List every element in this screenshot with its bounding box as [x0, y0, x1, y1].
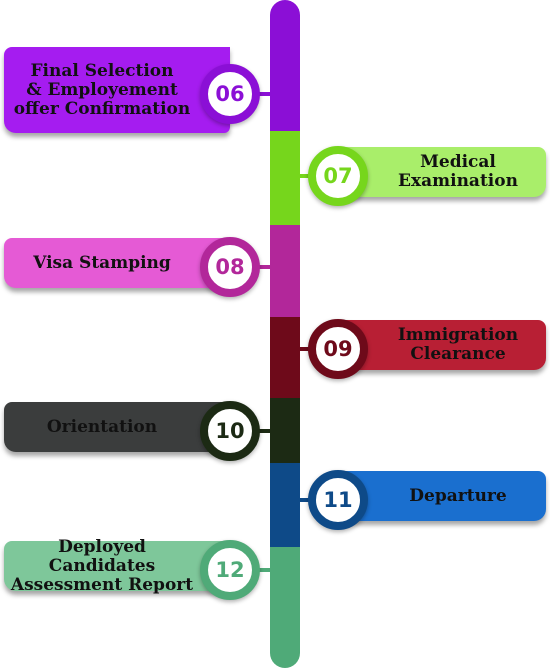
- timeline-spine-segment: [270, 398, 300, 463]
- step-label-line: Deployed Candidates: [48, 536, 156, 576]
- timeline-spine-segment: [270, 131, 300, 225]
- step-label-line: Examination: [398, 171, 518, 191]
- timeline-spine-segment: [270, 547, 300, 668]
- step-connector: [258, 568, 272, 572]
- step-connector: [258, 92, 272, 96]
- step-connector: [258, 265, 272, 269]
- step-number-badge: 10: [200, 401, 260, 461]
- step-label-line: Departure: [409, 485, 507, 506]
- step-label-line: Immigration: [397, 325, 519, 345]
- step-connector: [298, 347, 312, 351]
- step-label-line: Clearance: [410, 344, 506, 364]
- step-number-badge: 07: [308, 146, 368, 206]
- step-label-line: Medical: [420, 152, 496, 172]
- step-label-line: Assessment Report: [10, 574, 194, 595]
- step-label-line: Final Selection: [30, 60, 174, 81]
- step-number-badge: 09: [308, 319, 368, 379]
- step-number-badge: 08: [200, 237, 260, 297]
- timeline-spine-segment: [270, 0, 300, 131]
- step-label-banner: Orientation: [4, 402, 230, 452]
- step-number-badge: 06: [200, 64, 260, 124]
- step-connector: [298, 174, 312, 178]
- timeline-spine-segment: [270, 317, 300, 398]
- step-connector: [298, 498, 312, 502]
- step-label-line: & Employement: [26, 79, 178, 100]
- timeline-spine-segment: [270, 463, 300, 547]
- step-number-badge: 11: [308, 470, 368, 530]
- timeline-spine-segment: [270, 225, 300, 317]
- step-label-line: Orientation: [46, 416, 158, 437]
- step-label-banner: Visa Stamping: [4, 238, 230, 288]
- step-connector: [258, 429, 272, 433]
- step-label-line: offer Confirmation: [13, 98, 191, 119]
- step-number-badge: 12: [200, 540, 260, 600]
- step-label-line: Visa Stamping: [33, 252, 171, 273]
